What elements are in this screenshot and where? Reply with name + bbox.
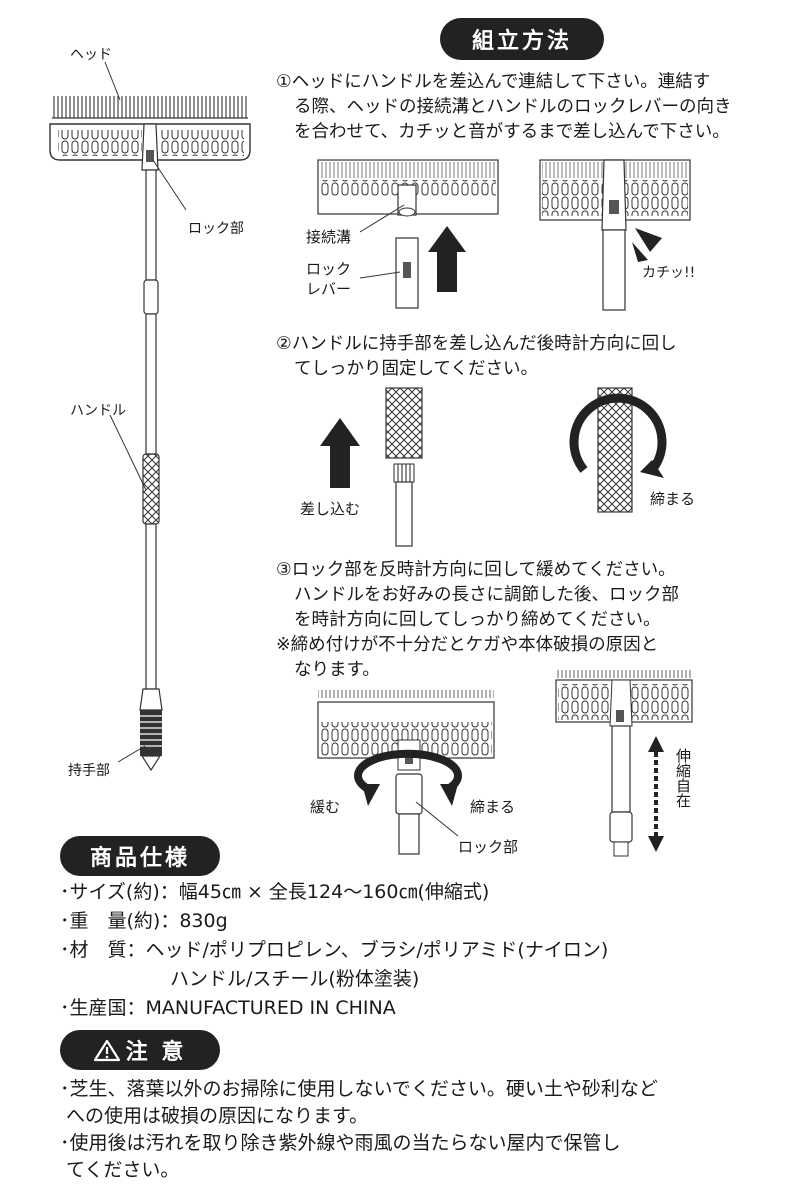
caution-heading: 注 意 bbox=[60, 1030, 220, 1070]
warning-icon bbox=[93, 1039, 120, 1062]
step2-text: ②ハンドルに持手部を差し込んだ後時計方向に回し てしっかり固定してください。 bbox=[276, 334, 677, 379]
label-groove: 接続溝 bbox=[306, 228, 352, 246]
part-label-lock: ロック部 bbox=[188, 221, 244, 237]
spec-material-1: ･材 質：ヘッド/ポリプロピレン、ブラシ/ポリアミド(ナイロン) bbox=[60, 939, 609, 961]
label-loosen: 緩む bbox=[310, 798, 341, 816]
specs-heading: 商品仕様 bbox=[60, 836, 220, 876]
part-label-grip: 持手部 bbox=[68, 763, 110, 779]
spec-origin: ･生産国：MANUFACTURED IN CHINA bbox=[60, 997, 396, 1019]
spec-material-2: ハンドル/スチール(粉体塗装) bbox=[170, 968, 420, 990]
label-extendable: 伸縮自在 bbox=[674, 748, 692, 808]
label-insert: 差し込む bbox=[300, 500, 361, 518]
step1-text: ①ヘッドにハンドルを差込んで連結して下さい。連結す る際、ヘッドの接続溝とハンド… bbox=[276, 72, 732, 142]
assembly-heading: 組立方法 bbox=[440, 18, 604, 60]
label-lever-1: ロック bbox=[306, 260, 352, 278]
spec-size: ･サイズ(約)：幅45㎝ × 全長124〜160㎝(伸縮式) bbox=[60, 881, 490, 903]
caution-text: ･芝生、落葉以外のお掃除に使用しないでください。硬い土や砂利など への使用は破損… bbox=[60, 1078, 658, 1181]
label-lever-2: レバー bbox=[306, 280, 352, 298]
part-label-handle: ハンドル bbox=[70, 403, 126, 419]
label-tighten-step2: 締まる bbox=[650, 490, 696, 508]
part-label-head: ヘッド bbox=[70, 47, 112, 63]
label-lock-part: ロック部 bbox=[458, 838, 519, 856]
label-click: カチッ!! bbox=[642, 265, 696, 281]
label-tighten-step3: 締まる bbox=[470, 798, 516, 816]
spec-weight: ･重 量(約)：830g bbox=[60, 910, 228, 932]
step3-text: ③ロック部を反時計方向に回して緩めてください。 ハンドルをお好みの長さに調節した… bbox=[276, 560, 679, 680]
